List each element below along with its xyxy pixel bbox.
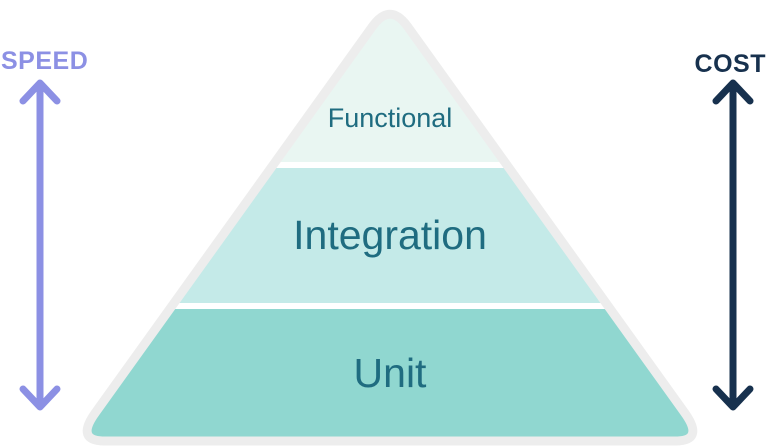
pyramid-level-functional-label: Functional	[328, 103, 453, 133]
cost-double-arrow-icon	[712, 79, 754, 411]
pyramid-level-integration-label: Integration	[293, 212, 487, 258]
pyramid-border	[82, 9, 698, 446]
cost-axis-label: COST	[695, 50, 766, 78]
pyramid-level-unit-label: Unit	[354, 350, 428, 396]
pyramid-level-functional-band	[87, 14, 693, 162]
pyramid-level-unit-band	[87, 309, 693, 441]
speed-double-arrow-icon	[19, 79, 61, 411]
speed-axis-label: SPEED	[1, 47, 88, 75]
